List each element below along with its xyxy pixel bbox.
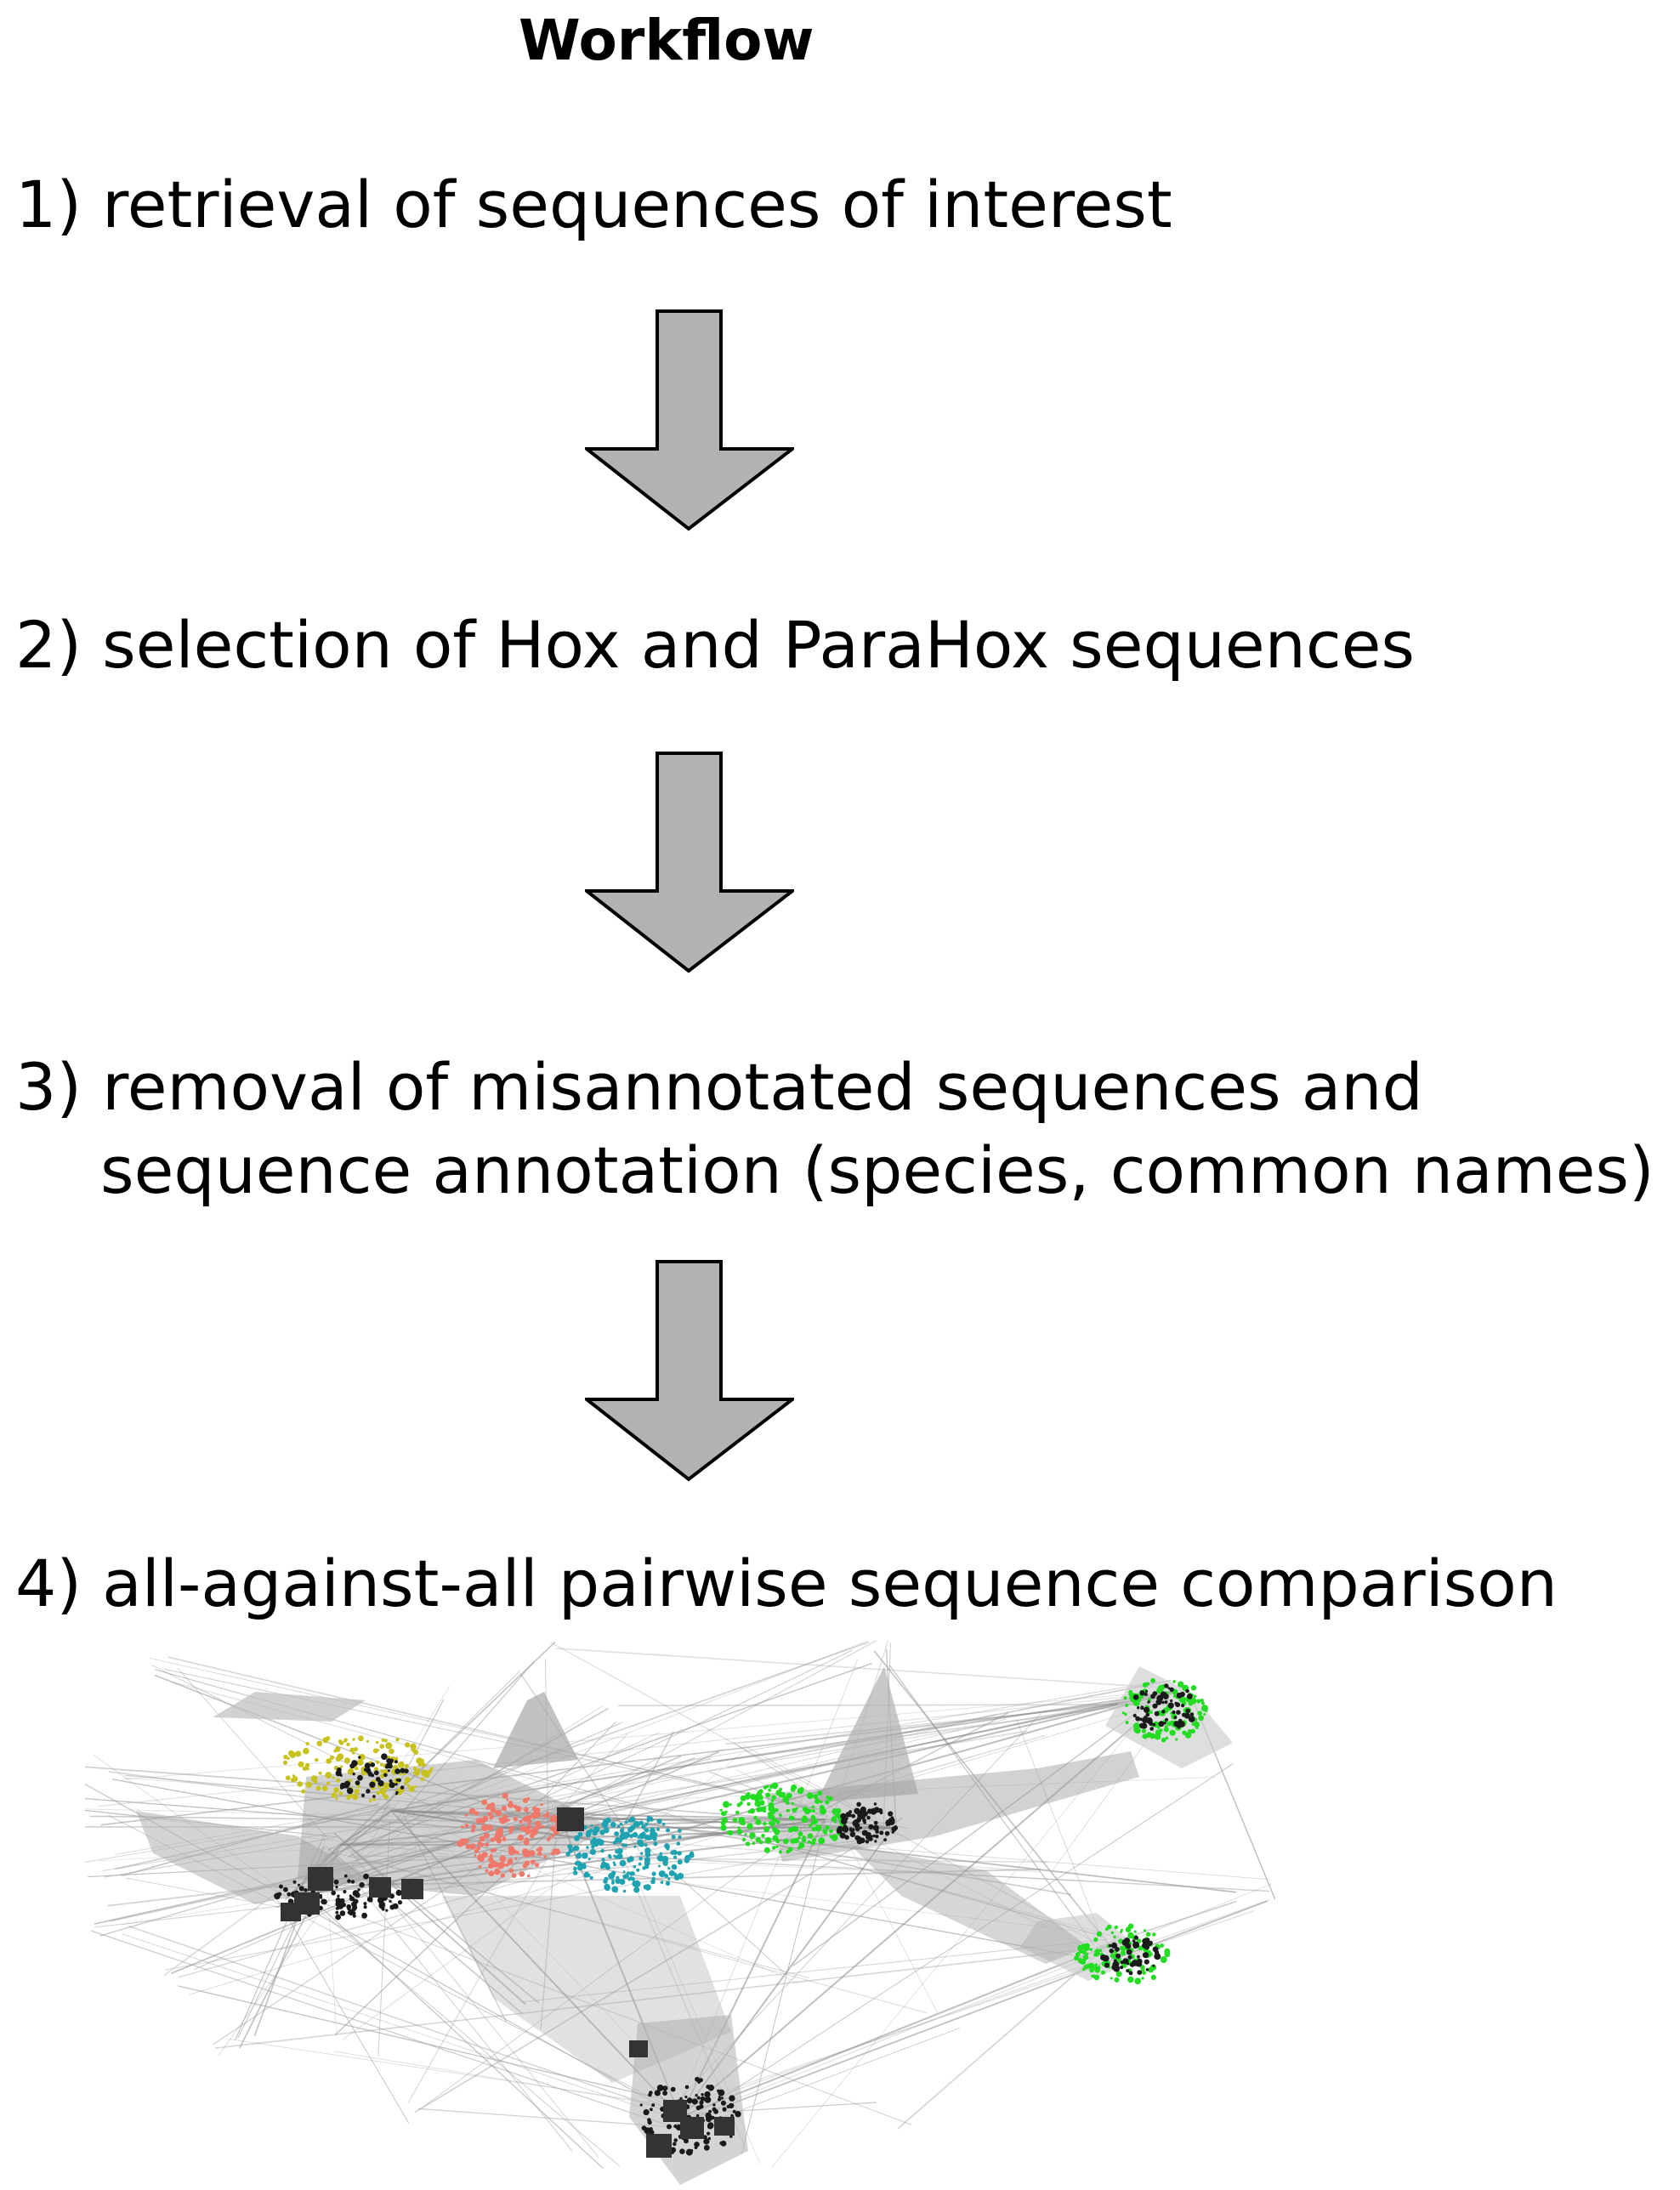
network-clusters — [274, 1677, 1208, 2156]
step-3-text: 3) removal of misannotated sequences and… — [15, 1046, 1654, 1212]
step-1-text: 1) retrieval of sequences of interest — [15, 163, 1172, 247]
diagram-title: Workflow — [519, 8, 814, 73]
down-arrow-2 — [585, 752, 794, 973]
step-1-line: 1) retrieval of sequences of interest — [15, 167, 1172, 242]
down-arrow-3 — [585, 1260, 794, 1482]
step-2-text: 2) selection of Hox and ParaHox sequence… — [15, 604, 1415, 687]
sequence-similarity-network — [85, 1641, 1275, 2185]
step-2-line: 2) selection of Hox and ParaHox sequence… — [15, 607, 1415, 683]
step-3-line-2: sequence annotation (species, common nam… — [100, 1132, 1654, 1208]
network-squares — [281, 1807, 735, 2158]
step-4-text: 4) all-against-all pairwise sequence com… — [15, 1542, 1558, 1625]
down-arrow-1 — [585, 309, 794, 531]
step-3-line-1: 3) removal of misannotated sequences and — [15, 1049, 1423, 1125]
step-4-line: 4) all-against-all pairwise sequence com… — [15, 1546, 1558, 1621]
